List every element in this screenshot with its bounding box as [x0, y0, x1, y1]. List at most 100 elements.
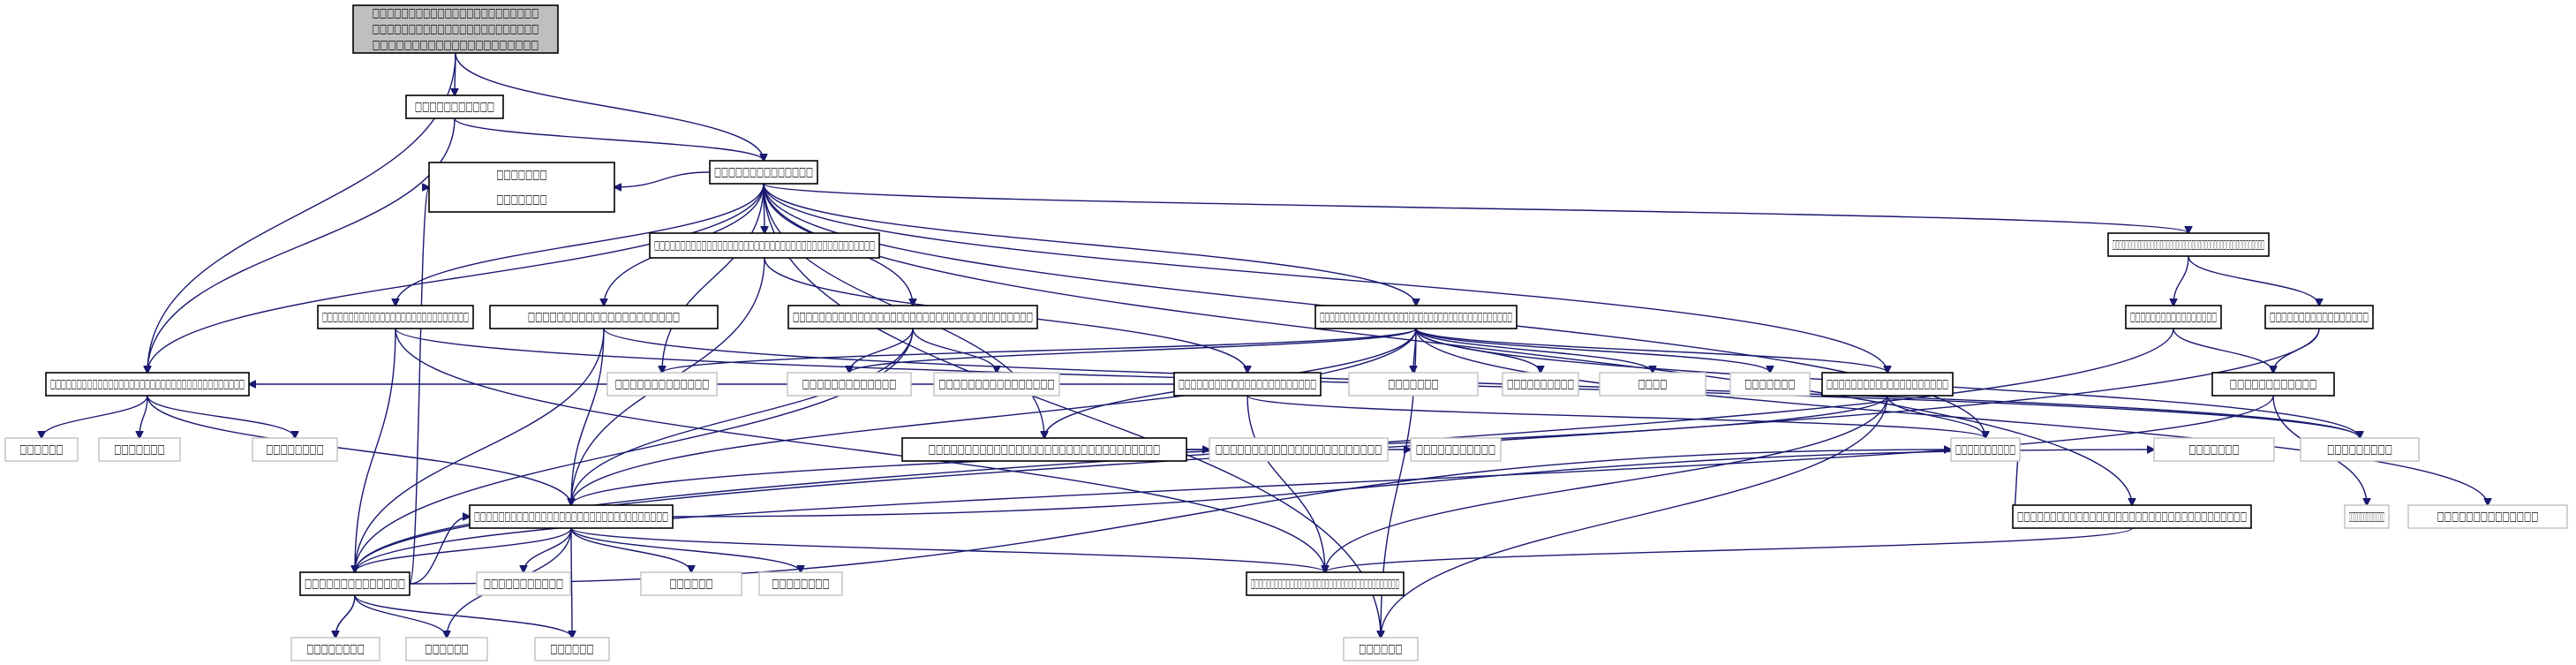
- graph-node-n19[interactable]: □□□□□□□□□□□□□□□□□: [2125, 305, 2222, 329]
- graph-node-n45[interactable]: □□□□□□: [1343, 637, 1419, 661]
- edge-n2-to-n25: [662, 183, 765, 373]
- graph-node-box-n15: [1821, 372, 1954, 397]
- graph-node-n17[interactable]: □□□□□□□□□□□□: [2211, 372, 2335, 397]
- edge-n5-to-n14: [395, 328, 1325, 572]
- graph-node-n42[interactable]: □□□□□□: [534, 637, 610, 661]
- graph-node-label-n41: □□□□□□□□□□□□□□□□□: [2349, 510, 2384, 524]
- edge-n8-to-n26: [849, 328, 1417, 373]
- graph-node-n24[interactable]: □□□□□□□□□□□: [1410, 437, 1502, 462]
- graph-node-label-n37: □□□□□□: [669, 577, 712, 591]
- edge-n4-to-n9: [147, 395, 571, 505]
- graph-node-n7[interactable]: □□□□□□□□□□□□□□□□□□□□□□□□□□□□□□□□□□□□□: [787, 305, 1038, 329]
- graph-node-label-n38: □□□□□□□□: [772, 577, 830, 591]
- graph-node-box-n38: [758, 571, 843, 596]
- graph-node-box-n23: [252, 437, 338, 462]
- graph-node-label-n45: □□□□□□: [1359, 642, 1402, 656]
- graph-node-n31[interactable]: □□□□□□□: [1729, 372, 1811, 397]
- graph-node-label-n0: □□□□□□□□□□□□□□□□□□□□□□□: [373, 22, 539, 36]
- graph-node-n15[interactable]: □□□□□□□□□□□□□□□□□□□□: [1821, 372, 1954, 397]
- graph-node-n37[interactable]: □□□□□□: [640, 571, 742, 596]
- graph-node-n18[interactable]: □□□□□□□□□□□□□□: [299, 571, 411, 596]
- graph-node-label-n34: □□□□□□□□□□□□□□: [2437, 510, 2539, 524]
- graph-node-n14[interactable]: □□□□□□□□□□□□□□□□□□□□□□□□□□□□□□□□□□□□□□: [1246, 571, 1405, 596]
- graph-node-box-n36: [476, 571, 571, 596]
- graph-node-box-n41: [2344, 504, 2390, 529]
- graph-node-label-n0: □□□□□□□□□□□□□□□□□□□□□□□: [373, 6, 539, 20]
- graph-node-n27[interactable]: □□□□□□□□□□□□□□□□: [933, 372, 1060, 397]
- graph-node-label-n22: □□□□□□□: [114, 442, 164, 457]
- graph-node-label-n25: □□□□□□□□□□□□□: [615, 377, 710, 391]
- edge-n2-to-n45: [763, 183, 1381, 638]
- graph-node-n2[interactable]: □□□□□□□□□□□□□□: [709, 160, 818, 185]
- graph-node-n41[interactable]: □□□□□□□□□□□□□□□□□: [2344, 504, 2390, 529]
- graph-node-n1[interactable]: □□□□□□□□□□□: [405, 94, 504, 119]
- graph-node-n5[interactable]: □□□□□□□□□□□□□□□□□□□□□□□□□□□□: [317, 305, 474, 329]
- graph-node-box-n40: [405, 637, 488, 661]
- edge-n8-to-n15: [1415, 328, 1887, 373]
- graph-node-n10[interactable]: □□□□□□□□□□□□□□□□□□□□□□□□□□□□□□□□: [901, 437, 1187, 462]
- graph-node-n13[interactable]: □□□□□□□□□□□□□□: [428, 162, 615, 213]
- graph-node-n0[interactable]: □□□□□□□□□□□□□□□□□□□□□□□ □□□□□□□□□□□□□□□□□…: [352, 4, 559, 54]
- graph-node-n33[interactable]: □□□□□□□□□: [2300, 437, 2420, 462]
- graph-node-label-n44: □□□□□□□□: [306, 642, 365, 656]
- graph-node-label-n20: □□□□□□□□□□□□□□□□□: [2270, 310, 2369, 324]
- graph-node-n32[interactable]: □□□□□□□□□□□□□□□□□□□□□□□: [1209, 437, 1389, 462]
- graph-node-n21[interactable]: □□□□□□: [4, 437, 79, 462]
- graph-node-label-n15: □□□□□□□□□□□□□□□□□□□□: [1827, 377, 1948, 391]
- graph-node-n35[interactable]: □□□□□□□□□□: [1950, 437, 2021, 462]
- graph-node-n34[interactable]: □□□□□□□□□□□□□□: [2407, 504, 2568, 529]
- graph-node-label-n18: □□□□□□□□□□□□□□: [305, 577, 405, 591]
- graph-node-box-n44: [290, 637, 380, 661]
- graph-node-box-n28: [1348, 372, 1479, 397]
- graph-node-n26[interactable]: □□□□□□□□□□□□□: [787, 372, 912, 397]
- edge-n9-to-n38: [570, 527, 801, 572]
- graph-node-box-n6: [489, 305, 719, 329]
- graph-node-n38[interactable]: □□□□□□□□: [758, 571, 843, 596]
- graph-node-n28[interactable]: □□□□□□□: [1348, 372, 1479, 397]
- edge-n18-to-n13: [409, 187, 429, 585]
- graph-node-n25[interactable]: □□□□□□□□□□□□□: [606, 372, 718, 397]
- graph-node-n22[interactable]: □□□□□□□: [98, 437, 181, 462]
- graph-node-n4[interactable]: □□□□□□□□□□□□□□□□□□□□□□□□□□□□□□□□□□□□□: [45, 372, 250, 397]
- graph-node-label-n24: □□□□□□□□□□□: [1416, 442, 1495, 457]
- edge-n6-to-n18: [355, 328, 605, 572]
- graph-node-n36[interactable]: □□□□□□□□□□□: [476, 571, 571, 596]
- graph-node-n8[interactable]: □□□□□□□□□□□□□□□□□□□□□□□□□□□□□□□□□□□□□□□: [1314, 305, 1518, 329]
- edge-n19-to-n17: [2173, 328, 2273, 373]
- graph-node-label-n39: □□□□□□□: [2188, 442, 2239, 457]
- graph-node-box-n45: [1343, 637, 1419, 661]
- edge-n2-to-n15: [763, 183, 1887, 373]
- graph-node-n29[interactable]: □□□□□□□□□□: [1502, 372, 1579, 397]
- graph-node-box-n16: [1173, 372, 1322, 397]
- graph-node-n20[interactable]: □□□□□□□□□□□□□□□□□: [2264, 305, 2374, 329]
- edge-n7-to-n26: [849, 328, 914, 373]
- graph-node-box-n27: [933, 372, 1060, 397]
- graph-node-n16[interactable]: □□□□□□□□□□□□□□□□□□□□□□□: [1173, 372, 1322, 397]
- graph-node-n40[interactable]: □□□□□□: [405, 637, 488, 661]
- graph-node-box-n13: [428, 162, 615, 213]
- edge-n9-to-n18: [355, 527, 572, 572]
- edge-n17-to-n18: [355, 395, 2274, 572]
- graph-node-label-n35: □□□□□□□□□□: [1955, 442, 2015, 457]
- graph-node-n23[interactable]: □□□□□□□□: [252, 437, 338, 462]
- graph-node-n9[interactable]: □□□□□□□□□□□□□□□□□□□□□□□□□□□□□□□□: [469, 504, 674, 529]
- graph-node-label-n13: □□□□□□□: [496, 193, 546, 207]
- nodes-layer: □□□□□□□□□□□□□□□□□□□□□□□□□□□□□□□□□□□□□□□□…: [4, 4, 2568, 661]
- graph-node-n3[interactable]: □□□□□□□□□□□□□□□□□□□□□□□□□□□□□□□□□□□□□□□□…: [649, 232, 880, 259]
- graph-node-n30[interactable]: □□□□: [1599, 372, 1706, 397]
- edge-n11-to-n20: [2188, 255, 2319, 306]
- graph-node-label-n11: □□□□□□□□□□□□□□□□□□□□□□□□□□□□□□□□□□□□□□□□…: [2113, 238, 2264, 252]
- graph-node-n39[interactable]: □□□□□□□: [2153, 437, 2275, 462]
- graph-node-box-n2: [709, 160, 818, 185]
- graph-node-box-n10: [901, 437, 1187, 462]
- edge-n2-to-n11: [763, 183, 2188, 233]
- graph-node-label-n14: □□□□□□□□□□□□□□□□□□□□□□□□□□□□□□□□□□□□□□: [1251, 577, 1399, 591]
- graph-node-n6[interactable]: □□□□□□□□□□□□□□□□□□□□□: [489, 305, 719, 329]
- graph-node-label-n23: □□□□□□□□: [266, 442, 324, 457]
- graph-node-n44[interactable]: □□□□□□□□: [290, 637, 380, 661]
- graph-node-n12[interactable]: □□□□□□□□□□□□□□□□□□□□□□□□□□□□□□□□□□□: [2012, 504, 2252, 529]
- graph-node-box-n34: [2407, 504, 2568, 529]
- edge-n2-to-n5: [395, 183, 765, 306]
- graph-node-n11[interactable]: □□□□□□□□□□□□□□□□□□□□□□□□□□□□□□□□□□□□□□□□…: [2107, 232, 2270, 257]
- edge-n9-to-n14: [570, 527, 1325, 572]
